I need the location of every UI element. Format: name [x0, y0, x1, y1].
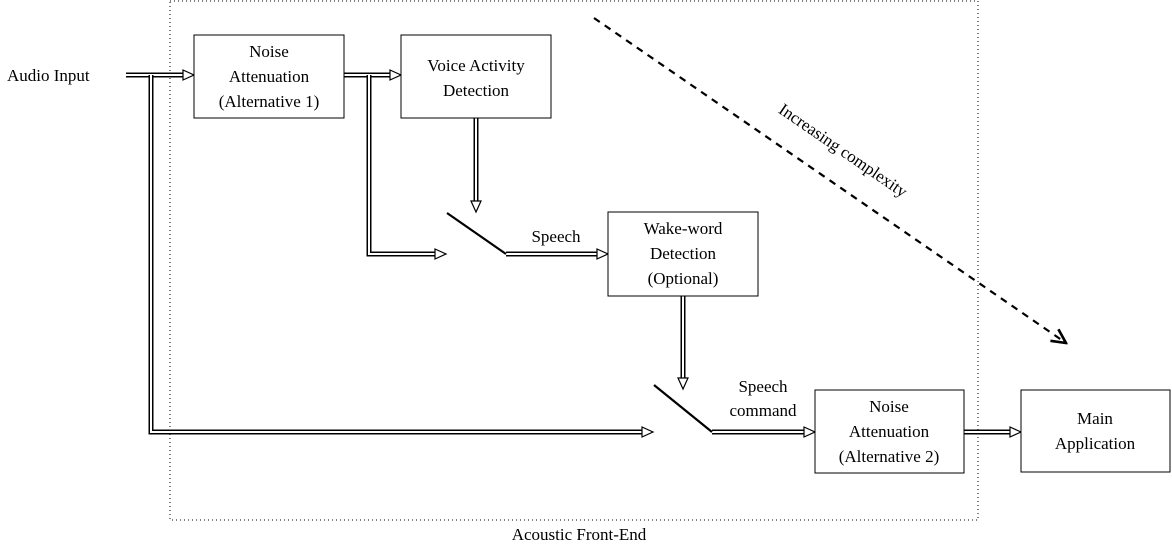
block-label: Application — [1055, 434, 1136, 453]
block-label: (Alternative 2) — [839, 447, 940, 466]
block-label: Attenuation — [229, 67, 310, 86]
block-main-application: Main Application — [1020, 389, 1171, 473]
block-wake-word-detection: Wake-word Detection (Optional) — [607, 211, 759, 297]
block-label: Detection — [443, 81, 510, 100]
arrowhead — [1009, 426, 1023, 438]
container-label: Acoustic Front-End — [512, 525, 647, 544]
block-label: Detection — [650, 244, 717, 263]
edge-na1-to-switch1 — [366, 75, 438, 257]
arrowhead — [596, 248, 610, 260]
block-label: Attenuation — [849, 422, 930, 441]
block-label: (Optional) — [648, 269, 719, 288]
arrowhead — [434, 248, 448, 260]
switch-1 — [446, 212, 507, 255]
block-label: Noise — [249, 42, 289, 61]
switch-2 — [653, 384, 713, 433]
edge-label-speech: Speech — [531, 227, 581, 246]
arrowhead — [677, 377, 689, 391]
arrowheads — [182, 69, 1023, 438]
complexity-arrow — [593, 17, 1066, 343]
arrowhead — [470, 200, 482, 214]
block-voice-activity-detection: Voice Activity Detection — [400, 34, 552, 119]
block-label: Main — [1077, 409, 1113, 428]
block-noise-attenuation-2: Noise Attenuation (Alternative 2) — [814, 389, 965, 474]
acoustic-front-end-container — [169, 0, 979, 521]
complexity-label: Increasing complexity — [775, 100, 911, 202]
audio-input-label: Audio Input — [7, 66, 90, 85]
block-noise-attenuation-1: Noise Attenuation (Alternative 1) — [193, 34, 345, 119]
edge-input-bypass — [148, 75, 645, 435]
connectors — [126, 72, 1013, 435]
block-label: Voice Activity — [427, 56, 525, 75]
block-label: Noise — [869, 397, 909, 416]
arrowhead — [641, 426, 655, 438]
edge-label-speech-command-line1: Speech — [738, 377, 788, 396]
block-label: Wake-word — [644, 219, 723, 238]
arrowhead — [803, 426, 817, 438]
edge-label-speech-command-line2: command — [729, 401, 797, 420]
arrowhead — [389, 69, 403, 81]
block-label: (Alternative 1) — [219, 92, 320, 111]
arrowhead — [182, 69, 196, 81]
